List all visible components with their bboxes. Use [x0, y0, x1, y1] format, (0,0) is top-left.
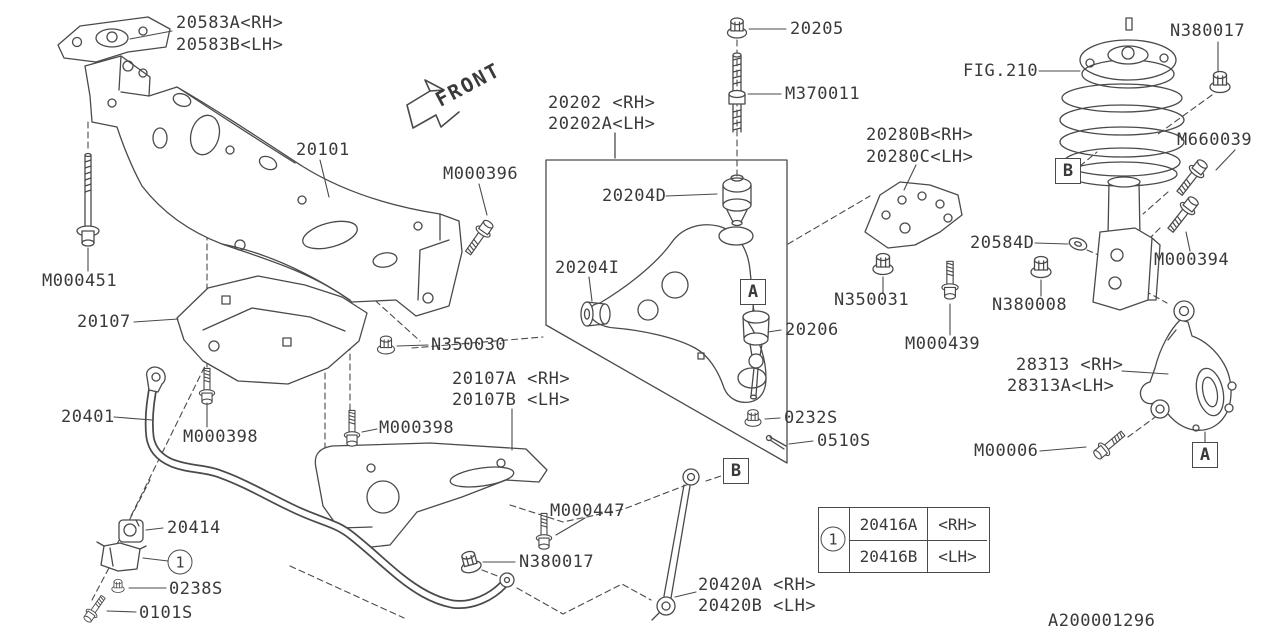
nut-n350030 [376, 335, 396, 355]
bolt-m000396 [460, 216, 498, 259]
bolt-m000394 [1163, 192, 1203, 237]
strut-assembly-drawing [1059, 17, 1185, 311]
bracket-20280-drawing [864, 181, 963, 249]
clamp-bushing-drawing [96, 519, 147, 572]
stabilizer-bar-drawing [144, 366, 515, 610]
front-arrow-icon [406, 79, 460, 129]
bolt-m00006 [1090, 427, 1129, 463]
nut-0232s [744, 409, 762, 427]
nut-n380017-bottom [456, 548, 484, 576]
bolt-m660039 [1172, 155, 1212, 200]
plate-20107-drawing [176, 275, 368, 385]
bolt-0101s [80, 592, 109, 625]
control-arm-drawing [580, 174, 787, 450]
stabilizer-link-drawing [651, 468, 700, 621]
dashed-assembly-lines [87, 39, 1213, 619]
nut-n380017-top [1209, 70, 1231, 94]
control-arm-box [545, 132, 788, 464]
nut-n380008 [1030, 255, 1052, 279]
nut-0238s [111, 579, 125, 593]
bolt-m370011-drawing [728, 52, 746, 133]
bolt-m000398-left [198, 367, 216, 405]
bolt-m000439 [941, 260, 959, 300]
bushing-20204d-drawing [722, 174, 752, 227]
knuckle-drawing [1139, 300, 1237, 432]
crossmember-drawing [84, 55, 463, 317]
bushing-20204i-drawing [580, 301, 611, 327]
ball-joint-20206-drawing [742, 310, 770, 400]
nut-20205 [726, 17, 748, 39]
bolt-m000447 [535, 512, 553, 550]
washer-20584d [1067, 235, 1089, 253]
leader-lines [87, 28, 1236, 613]
plate-20107a-drawing [314, 442, 548, 549]
nut-n350031 [872, 252, 894, 276]
cotter-pin-0510s-drawing [765, 434, 787, 450]
bracket-20583-drawing [57, 16, 171, 63]
bolt-m000451-drawing [76, 152, 100, 247]
bolt-m000398-right [343, 409, 361, 447]
